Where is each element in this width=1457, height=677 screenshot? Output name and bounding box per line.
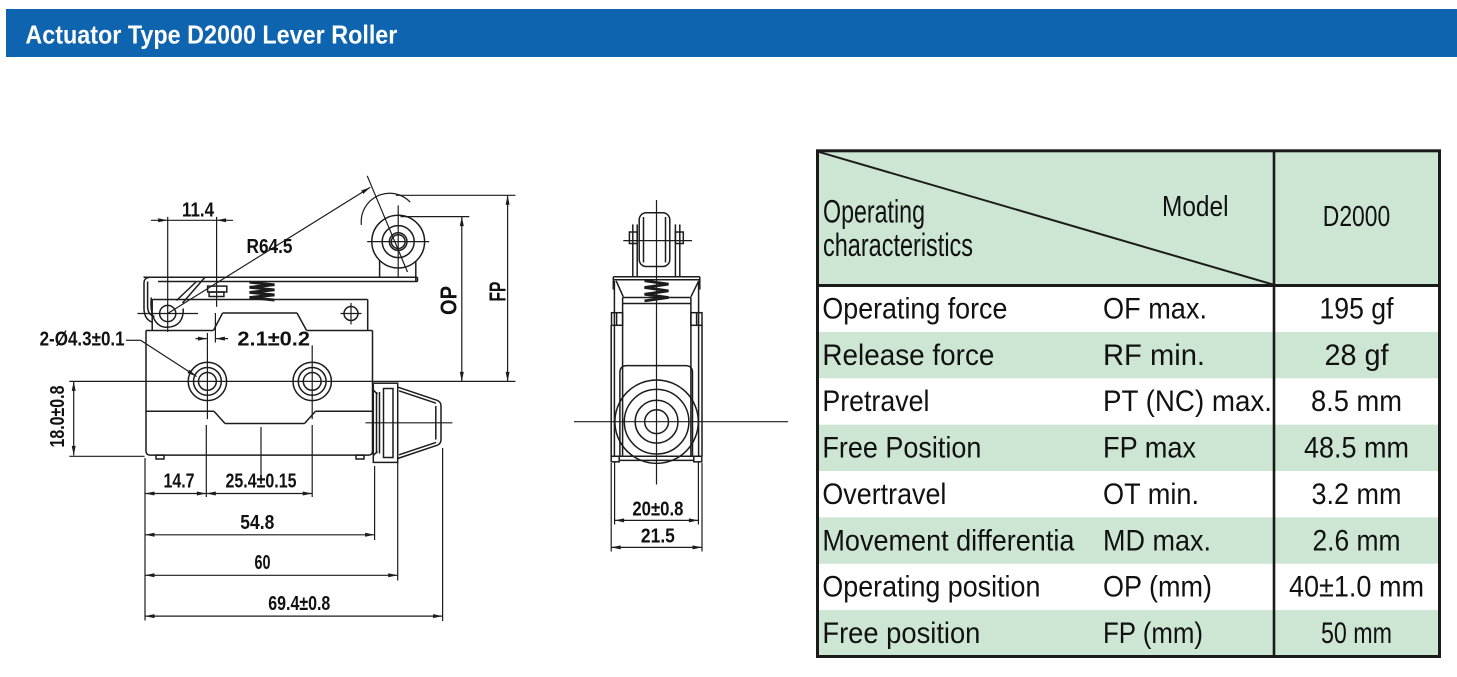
svg-text:2.6 mm: 2.6 mm [1313,524,1401,557]
svg-text:50 mm: 50 mm [1321,617,1392,650]
svg-text:Overtravel: Overtravel [822,478,946,511]
svg-text:11.4: 11.4 [182,199,214,222]
svg-text:PT (NC) max.: PT (NC) max. [1103,385,1272,418]
svg-text:OT min.: OT min. [1103,478,1199,511]
svg-text:FP (mm): FP (mm) [1103,617,1203,650]
svg-text:21.5: 21.5 [641,524,675,547]
svg-text:OP (mm): OP (mm) [1103,571,1212,604]
svg-text:2-Ø4.3±0.1: 2-Ø4.3±0.1 [40,328,125,351]
svg-text:RF min.: RF min. [1103,339,1205,372]
svg-text:Model: Model [1162,191,1229,223]
svg-text:Actuator Type D2000 Lever Roll: Actuator Type D2000 Lever Roller [25,20,397,50]
svg-text:Free Position: Free Position [822,432,981,465]
svg-text:18.0±0.8: 18.0±0.8 [46,386,69,448]
svg-text:48.5 mm: 48.5 mm [1304,432,1409,465]
svg-text:OF max.: OF max. [1103,292,1207,325]
svg-text:28 gf: 28 gf [1325,339,1390,372]
svg-text:40±1.0 mm: 40±1.0 mm [1289,571,1424,604]
svg-text:Operating force: Operating force [822,292,1007,325]
svg-text:8.5 mm: 8.5 mm [1311,385,1402,418]
svg-text:Release force: Release force [822,339,994,372]
svg-text:FP max: FP max [1103,432,1196,465]
svg-text:Operating: Operating [823,193,925,229]
svg-text:25.4±0.15: 25.4±0.15 [226,470,297,493]
svg-text:Movement differentia: Movement differentia [822,524,1074,557]
svg-text:69.4±0.8: 69.4±0.8 [268,592,330,615]
svg-text:R64.5: R64.5 [247,235,293,258]
svg-text:characteristics: characteristics [823,227,973,263]
svg-text:195 gf: 195 gf [1320,292,1395,325]
svg-text:Pretravel: Pretravel [822,385,929,418]
svg-text:2.1±0.2: 2.1±0.2 [237,328,310,351]
svg-text:D2000: D2000 [1323,201,1390,233]
svg-text:FP: FP [485,282,511,302]
svg-text:20±0.8: 20±0.8 [632,497,683,520]
svg-text:Operating position: Operating position [822,571,1040,604]
svg-text:OP: OP [436,286,462,315]
svg-text:MD max.: MD max. [1103,524,1211,557]
svg-text:60: 60 [255,551,271,574]
svg-text:14.7: 14.7 [164,470,195,493]
svg-text:3.2 mm: 3.2 mm [1312,478,1402,511]
svg-text:Free position: Free position [822,617,980,650]
svg-text:54.8: 54.8 [240,511,274,534]
